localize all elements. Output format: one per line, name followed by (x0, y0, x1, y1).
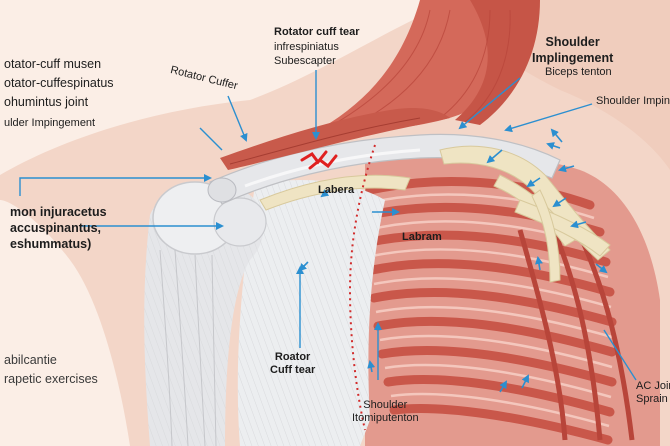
label-abilcantie: abilcantie (4, 353, 57, 367)
label-subescapter: Subescapter (274, 55, 336, 67)
label-rotator-cuff-musen: otator-cuff musen (4, 57, 102, 71)
labrum-line (348, 144, 376, 431)
neck-muscle-band (455, 0, 540, 125)
label-shoulder-implingement: Shoulder Implingement (532, 35, 614, 65)
label-biceps-tenton: Biceps tenton (545, 66, 612, 78)
tendons (259, 145, 611, 283)
label-roator-cuff-tear: Roator Cuff tear (270, 351, 316, 376)
label-infrespiniatus: infrespiniatus (274, 41, 339, 53)
acromion (207, 177, 237, 203)
label-humintus-joint: ohumintus joint (4, 95, 89, 109)
label-eshummatus: eshummatus) (10, 237, 92, 251)
deltoid-fibers (159, 249, 217, 446)
label-shoulder-imping-right: Shoulder Imping (596, 95, 670, 107)
label-rotator-cuffespinatus: otator-cuffespinatus (4, 76, 114, 90)
label-labram: Labram (402, 231, 442, 243)
label-mon-injuracetus: mon injuracetus (10, 205, 107, 219)
label-accuspinantus: accuspinantus, (10, 221, 101, 235)
label-ac-joint-sprain: AC Joir Sprain (636, 380, 670, 405)
label-shoulder-itomiputenton: Shoulder Itomiputenton (352, 399, 419, 424)
label-rapetic-exercises: rapetic exercises (4, 372, 98, 386)
small-arrows (298, 128, 608, 393)
tear-mark (300, 150, 338, 170)
label-shoulder-impingement-left: ulder Impingement (4, 117, 96, 129)
label-labera: Labera (318, 184, 355, 196)
label-rotator-cuff-tear-top: Rotator cuff tear (274, 26, 360, 38)
trapezius-muscle (300, 0, 523, 140)
leader-arrows (19, 70, 637, 381)
